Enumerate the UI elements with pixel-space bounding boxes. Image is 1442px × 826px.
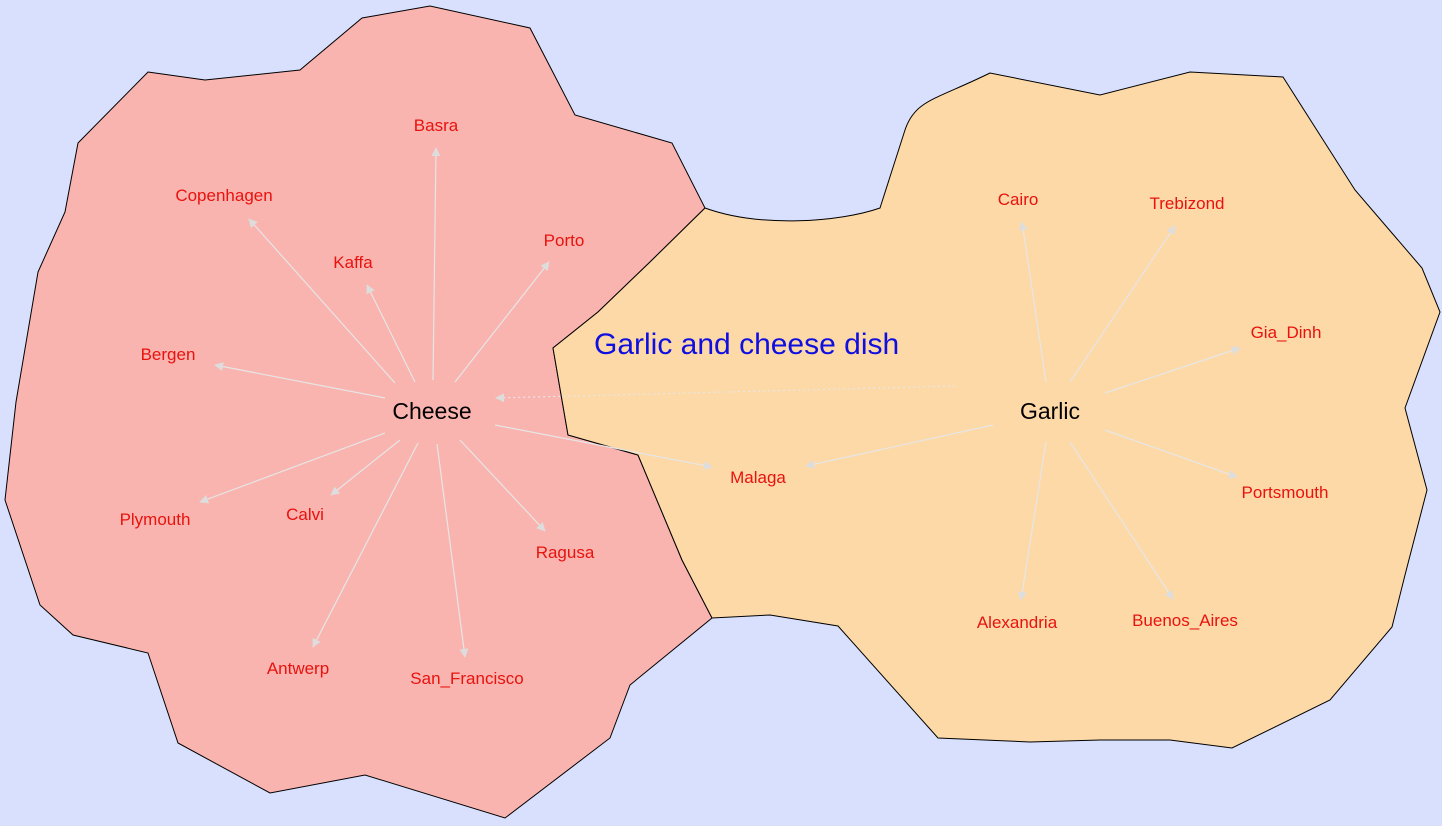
edges-layer	[199, 147, 1241, 658]
edge-cheese-to-antwerp	[312, 442, 419, 648]
city-trebizond[interactable]: Trebizond	[1150, 194, 1225, 213]
edge-cheese-to-bergen	[214, 362, 386, 399]
city-san-francisco[interactable]: San_Francisco	[410, 669, 523, 688]
diagram-title: Garlic and cheese dish	[594, 328, 899, 361]
city-plymouth[interactable]: Plymouth	[120, 510, 191, 529]
city-antwerp[interactable]: Antwerp	[267, 659, 329, 678]
edge-garlic-to-alexandria	[1017, 441, 1047, 601]
edge-garlic-to-malaga	[805, 424, 994, 469]
cities-layer: Basra Copenhagen Kaffa Porto Bergen Plym…	[120, 116, 1329, 688]
city-kaffa[interactable]: Kaffa	[333, 253, 373, 272]
edge-garlic-to-gia-dinh	[1104, 346, 1241, 394]
edge-cheese-to-calvi	[330, 439, 401, 496]
city-basra[interactable]: Basra	[414, 116, 459, 135]
city-gia-dinh[interactable]: Gia_Dinh	[1251, 323, 1322, 342]
edge-cheese-to-plymouth	[199, 432, 386, 504]
edge-cheese-to-malaga	[494, 424, 713, 470]
cheese-hub[interactable]: Cheese	[392, 398, 471, 424]
city-buenos-aires[interactable]: Buenos_Aires	[1132, 611, 1238, 630]
garlic-hub-label: Garlic	[1020, 398, 1080, 424]
edge-cheese-to-copenhagen	[248, 218, 396, 384]
edge-cheese-to-basra	[431, 147, 441, 381]
city-cairo[interactable]: Cairo	[998, 190, 1039, 209]
edge-garlic-to-cairo	[1018, 221, 1047, 383]
city-porto[interactable]: Porto	[544, 231, 585, 250]
edge-cheese-to-porto	[454, 261, 550, 383]
city-portsmouth[interactable]: Portsmouth	[1242, 483, 1329, 502]
garlic-hub[interactable]: Garlic	[1020, 398, 1080, 424]
edge-garlic-to-trebizond	[1069, 225, 1176, 383]
city-bergen[interactable]: Bergen	[141, 345, 196, 364]
edge-garlic-to-portsmouth	[1104, 429, 1238, 479]
edge-cheese-to-ragusa	[459, 439, 546, 532]
city-calvi[interactable]: Calvi	[286, 505, 324, 524]
edge-garlic-to-buenos-aires	[1069, 441, 1174, 600]
city-copenhagen[interactable]: Copenhagen	[175, 186, 272, 205]
edge-cheese-to-kaffa	[366, 284, 416, 383]
edge-garlic-to-cheese	[495, 385, 956, 403]
garlic-region	[552, 71, 1441, 749]
cheese-hub-label: Cheese	[392, 398, 471, 424]
city-malaga[interactable]: Malaga	[730, 468, 786, 487]
city-alexandria[interactable]: Alexandria	[977, 613, 1058, 632]
edge-cheese-to-san-francisco	[436, 443, 469, 658]
city-ragusa[interactable]: Ragusa	[536, 543, 595, 562]
